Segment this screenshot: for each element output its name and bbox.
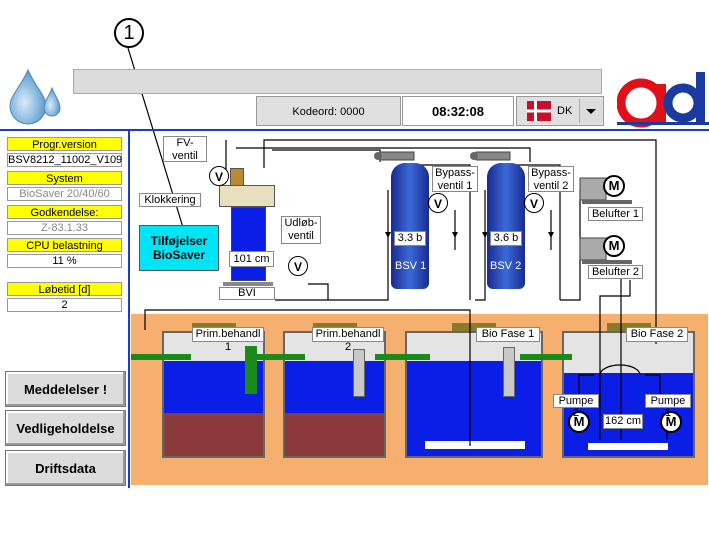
- udlob-line1: Udløb-: [284, 217, 318, 229]
- brand-logo: [617, 72, 709, 128]
- progr-version-label: Progr.version: [7, 137, 122, 151]
- maintenance-button[interactable]: Vedligeholdelse: [5, 410, 126, 446]
- addon-biosaver-button[interactable]: Tilføjelser BioSaver: [139, 225, 219, 271]
- clock-display: 08:32:08: [402, 96, 514, 126]
- blower-1-icon: [579, 177, 632, 204]
- fv-valve-body: [230, 168, 244, 186]
- klokkering-label: Klokkering: [139, 193, 201, 207]
- tank-3-label: Bio Fase 1: [476, 327, 540, 342]
- chevron-down-icon: [586, 109, 596, 114]
- tank-prim-behandl-2: [283, 323, 386, 458]
- blower-1-motor-icon[interactable]: M: [603, 175, 625, 197]
- bsv2-vessel: [487, 163, 525, 289]
- title-bar: [73, 69, 602, 94]
- bypass-1-line2: ventil 1: [437, 180, 473, 192]
- bvi-label: BVI: [219, 287, 275, 300]
- bypass-2-label: Bypass- ventil 2: [528, 166, 574, 192]
- bvi-level-value: 101 cm: [229, 251, 274, 267]
- fv-valve-icon[interactable]: V: [209, 166, 229, 186]
- language-select[interactable]: DK: [516, 96, 604, 126]
- tank-bio-fase-1: [405, 323, 543, 458]
- tank-4-label: Bio Fase 2: [626, 327, 688, 342]
- runtime-value: 2: [7, 298, 122, 312]
- bvi-water: [231, 207, 266, 281]
- pump-1-label: Pumpe 1: [645, 394, 691, 419]
- header-divider: [0, 129, 709, 131]
- udlob-line2: ventil: [288, 230, 314, 242]
- password-field[interactable]: Kodeord: 0000: [256, 96, 401, 126]
- bypass-2-line2: ventil 2: [533, 180, 569, 192]
- addon-line1: Tilføjelser: [150, 234, 208, 248]
- bypass-1-line1: Bypass-: [435, 167, 475, 179]
- system-label: System: [7, 171, 122, 185]
- bypass-valve-1-icon[interactable]: V: [428, 193, 448, 213]
- bypass-valve-2-icon[interactable]: V: [524, 193, 544, 213]
- godkendelse-label: Godkendelse:: [7, 205, 122, 219]
- belufter-2-label: Belufter 2: [588, 265, 643, 279]
- bvi-base: [223, 282, 273, 286]
- tank-2-label: Prim.behandl 2: [312, 327, 384, 353]
- pump-2-motor-icon[interactable]: M: [568, 411, 590, 433]
- tank-4-level-value: 162 cm: [603, 414, 643, 429]
- pump-2-label: Pumpe 2: [553, 394, 599, 419]
- bsv2-label: BSV 2: [490, 260, 522, 272]
- sidebar-divider: [128, 131, 130, 488]
- blower-2-motor-icon[interactable]: M: [603, 235, 625, 257]
- bypass-1-label: Bypass- ventil 1: [432, 166, 478, 192]
- progr-version-value: BSV8212_11002_V109: [7, 153, 123, 167]
- system-value: BioSaver 20/40/60: [7, 187, 122, 201]
- fv-ventil-line2: ventil: [172, 150, 198, 162]
- fv-ventil-label: FV- ventil: [163, 136, 207, 162]
- bsv2-head-icon: [470, 151, 511, 161]
- language-label: DK: [557, 105, 573, 117]
- messages-button[interactable]: Meddelelser !: [5, 371, 126, 407]
- bsv1-head-icon: [374, 151, 415, 161]
- operating-data-button[interactable]: Driftsdata: [5, 450, 126, 486]
- bsv1-vessel: [391, 163, 429, 289]
- runtime-label: Løbetid [d]: [7, 282, 122, 296]
- danish-flag-icon: [527, 101, 551, 121]
- callout-marker: 1: [114, 18, 144, 48]
- bsv1-pressure: 3.3 b: [394, 231, 426, 246]
- addon-line2: BioSaver: [152, 248, 206, 262]
- fv-ventil-line1: FV-: [176, 137, 194, 149]
- dropdown-button[interactable]: [579, 99, 602, 123]
- pump-1-motor-icon[interactable]: M: [660, 411, 682, 433]
- bvi-vessel: [219, 185, 275, 207]
- water-drops-logo: [9, 68, 61, 125]
- bypass-2-line1: Bypass-: [531, 167, 571, 179]
- cpu-value: 11 %: [7, 254, 122, 268]
- belufter-1-label: Belufter 1: [588, 207, 643, 221]
- tank-1-label: Prim.behandl 1: [192, 327, 264, 353]
- bsv2-pressure: 3.6 b: [490, 231, 522, 246]
- cpu-label: CPU belastning: [7, 238, 122, 252]
- outlet-valve-icon[interactable]: V: [288, 256, 308, 276]
- udlob-ventil-label: Udløb- ventil: [281, 216, 321, 244]
- godkendelse-value: Z-83.1.33: [7, 221, 122, 235]
- bsv1-label: BSV 1: [395, 260, 427, 272]
